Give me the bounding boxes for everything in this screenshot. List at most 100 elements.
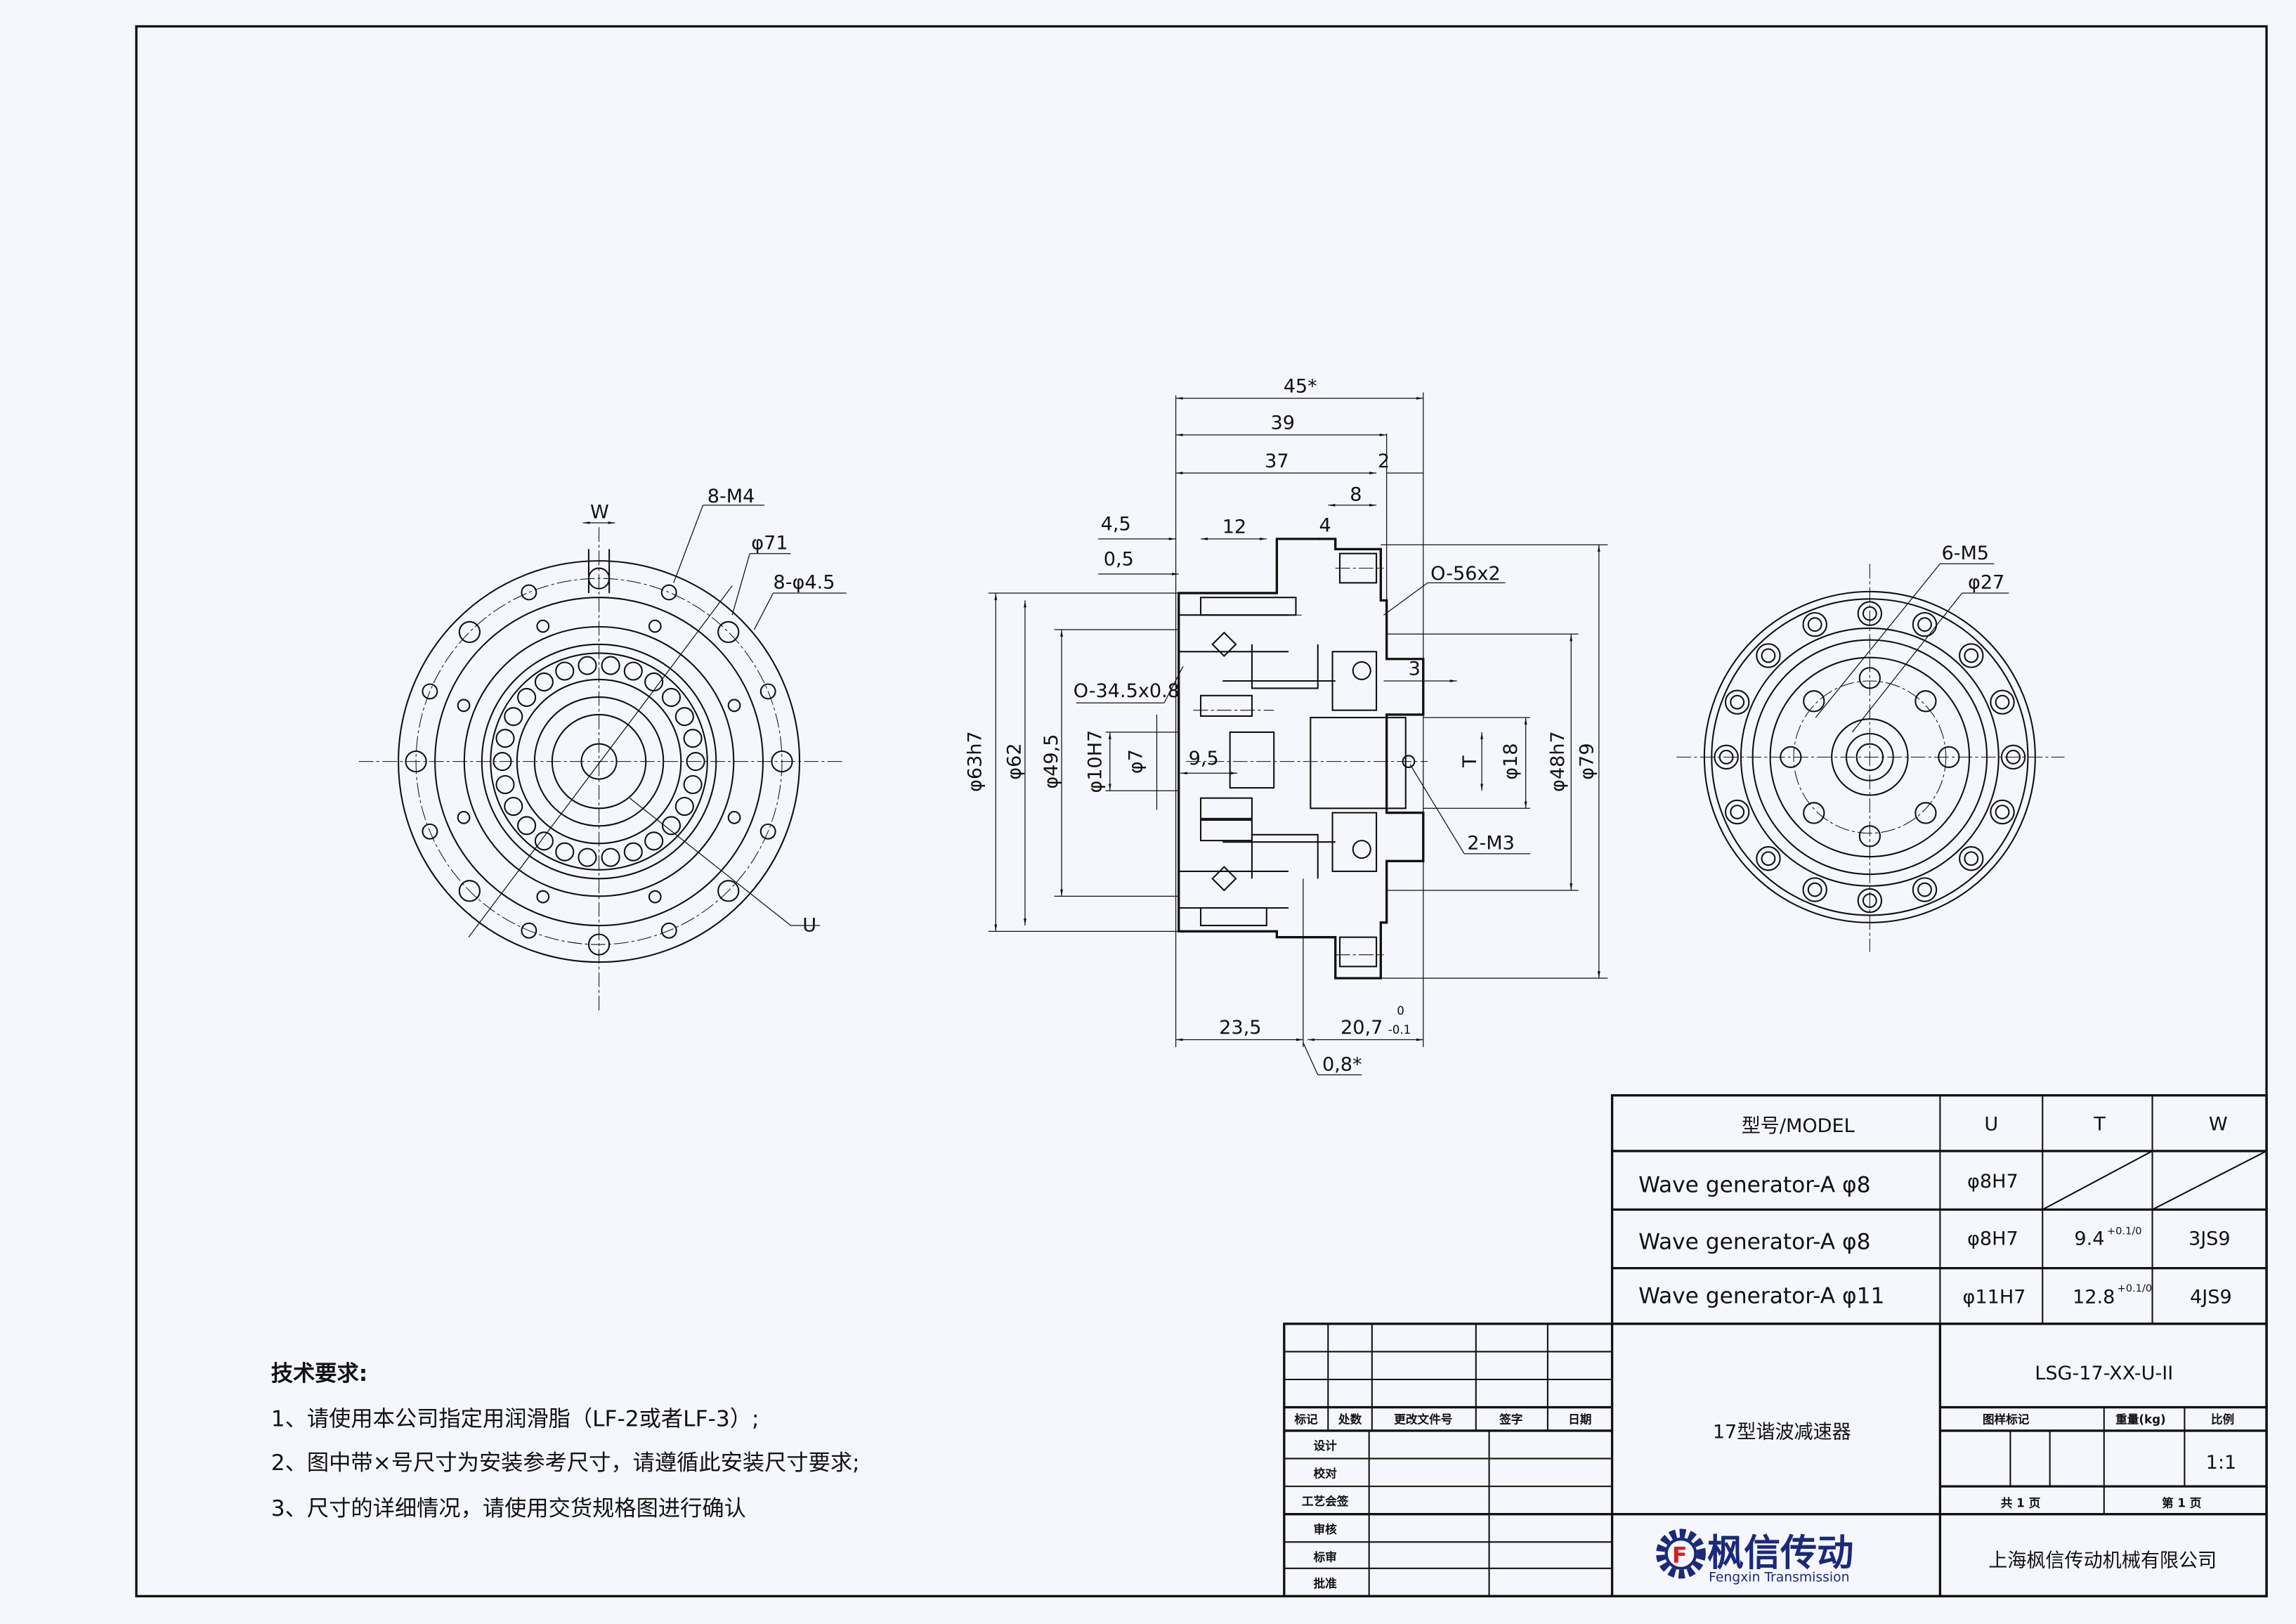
sheet-number: 第 1 页 bbox=[2162, 1495, 2202, 1509]
svg-text:F: F bbox=[1672, 1542, 1687, 1568]
scale-value: 1:1 bbox=[2206, 1452, 2237, 1474]
dim-45: 45* bbox=[1284, 375, 1317, 397]
output-hole bbox=[1915, 690, 1937, 713]
bolt-hole bbox=[1857, 888, 1883, 914]
cell-t: 9.4 bbox=[2074, 1228, 2104, 1249]
bolt-hole bbox=[759, 823, 776, 840]
bolt-hole bbox=[458, 880, 481, 902]
label-standard-review: 标审 bbox=[1312, 1550, 1336, 1564]
dim-3: 3 bbox=[1409, 658, 1421, 680]
bolt-head bbox=[1995, 694, 2010, 710]
company-logo: F 枫信传动 Fengxin Transmission bbox=[1656, 1528, 1853, 1585]
bearing-ball bbox=[644, 831, 664, 851]
bolt-hole bbox=[1990, 689, 2015, 715]
dim-23-5: 23,5 bbox=[1219, 1017, 1261, 1039]
dim-phi49-5: φ49,5 bbox=[1041, 734, 1062, 789]
bolt-head bbox=[1761, 648, 1776, 663]
dim-phi48h7: φ48h7 bbox=[1547, 731, 1569, 792]
cell-u: φ8H7 bbox=[1967, 1171, 2018, 1193]
table-row: Wave generator-A φ8 φ8H7 bbox=[1638, 1171, 2018, 1197]
dim-t: T bbox=[1459, 755, 1481, 768]
output-hole bbox=[1858, 667, 1881, 689]
title-block: 标记 处数 更改文件号 签字 日期 设计 校对 工艺会签 审核 标审 批准 17… bbox=[1283, 1323, 2268, 1598]
table-row: Wave generator-A φ11 φ11H7 12.8 +0.1/0 4… bbox=[1638, 1282, 2232, 1309]
bolt-hole bbox=[2000, 744, 2026, 770]
dim-0-5: 0,5 bbox=[1104, 548, 1134, 570]
bolt-hole bbox=[1756, 643, 1781, 668]
oring-34-5: O-34.5x0.8 bbox=[1074, 680, 1180, 702]
bolt-hole bbox=[1912, 611, 1938, 637]
label-weight: 重量(kg) bbox=[2115, 1412, 2166, 1427]
bolt-hole bbox=[1912, 877, 1938, 902]
tapped-hole bbox=[727, 699, 741, 713]
dim-phi18: φ18 bbox=[1500, 743, 1522, 779]
bolt-hole bbox=[422, 683, 438, 700]
cell-model: Wave generator-A φ8 bbox=[1638, 1230, 1870, 1255]
bolt-hole bbox=[587, 933, 611, 956]
oring-56x2: O-56x2 bbox=[1430, 563, 1501, 585]
bolt-hole bbox=[1990, 799, 2015, 825]
label-review: 审核 bbox=[1313, 1522, 1337, 1536]
bolt-hole bbox=[1724, 689, 1750, 715]
bearing-ball bbox=[517, 816, 537, 836]
bearing-ball bbox=[686, 752, 705, 772]
bearing-ball bbox=[555, 661, 575, 681]
label-count: 处数 bbox=[1338, 1412, 1362, 1427]
bearing-ball bbox=[578, 656, 597, 675]
dim-phi10h7: φ10H7 bbox=[1084, 730, 1106, 793]
bearing-ball bbox=[683, 729, 703, 748]
dim-phi62: φ62 bbox=[1004, 743, 1026, 779]
company-name: 上海枫信传动机械有限公司 bbox=[1988, 1550, 2217, 1572]
bearing-ball bbox=[555, 842, 575, 862]
logo-text-en: Fengxin Transmission bbox=[1709, 1571, 1849, 1585]
dim-2: 2 bbox=[1378, 450, 1390, 472]
bolt-head bbox=[1730, 694, 1745, 710]
header-t: T bbox=[2093, 1114, 2106, 1136]
tapped-hole bbox=[648, 619, 662, 633]
part-name: 17型谐波减速器 bbox=[1713, 1421, 1851, 1443]
label-date: 日期 bbox=[1568, 1413, 1591, 1427]
label-approve: 批准 bbox=[1313, 1576, 1337, 1590]
dim-8-phi45: 8-φ4.5 bbox=[774, 572, 835, 594]
bearing-ball bbox=[504, 796, 523, 817]
bolt-hole bbox=[458, 621, 481, 644]
right-view: 6-M5 φ27 bbox=[1676, 543, 2065, 952]
tech-req-item: 1、请使用本公司指定用润滑脂（LF-2或者LF-3）; bbox=[271, 1407, 759, 1432]
table-row: Wave generator-A φ8 φ8H7 9.4 +0.1/0 3JS9 bbox=[1638, 1226, 2231, 1255]
label-scale: 比例 bbox=[2211, 1412, 2234, 1427]
tech-req-item: 2、图中带×号尺寸为安装参考尺寸，请遵循此安装尺寸要求; bbox=[271, 1450, 860, 1476]
dim-phi79: φ79 bbox=[1576, 743, 1598, 779]
bolt-hole bbox=[521, 584, 537, 601]
dim-0-8: 0,8* bbox=[1322, 1053, 1362, 1075]
bolt-hole bbox=[1802, 611, 1827, 637]
header-u: U bbox=[1984, 1114, 1998, 1136]
bearing-ball bbox=[578, 847, 597, 867]
bearing-ball bbox=[601, 656, 620, 675]
bolt-head bbox=[1730, 805, 1745, 819]
bearing-ball bbox=[674, 796, 694, 817]
dim-20-7-tol-lower: -0.1 bbox=[1388, 1023, 1411, 1037]
output-hole bbox=[1803, 690, 1825, 713]
bolt-head bbox=[1917, 882, 1932, 897]
bolt-hole bbox=[422, 823, 438, 840]
dim-phi27: φ27 bbox=[1968, 572, 2004, 594]
output-hole bbox=[1915, 802, 1937, 824]
dim-9-5: 9,5 bbox=[1189, 748, 1219, 769]
cell-model: Wave generator-A φ8 bbox=[1638, 1172, 1870, 1197]
tapped-hole bbox=[536, 619, 550, 633]
label-design: 设计 bbox=[1313, 1438, 1337, 1453]
dim-w: W bbox=[590, 502, 609, 524]
label-mark: 标记 bbox=[1293, 1412, 1318, 1427]
drawing-number: LSG-17-XX-U-II bbox=[2035, 1363, 2173, 1384]
cell-w: 3JS9 bbox=[2189, 1228, 2231, 1249]
bearing-ball bbox=[683, 774, 703, 795]
bolt-hole bbox=[521, 922, 537, 939]
bolt-hole bbox=[1959, 643, 1984, 668]
bolt-head bbox=[1718, 749, 1734, 765]
tapped-hole bbox=[727, 810, 741, 824]
bolt-head bbox=[1862, 606, 1877, 621]
bearing-ball bbox=[623, 661, 643, 681]
label-check: 校对 bbox=[1313, 1467, 1337, 1481]
output-hole bbox=[1803, 802, 1825, 824]
cell-t-tolerance: +0.1/0 bbox=[2118, 1282, 2153, 1294]
